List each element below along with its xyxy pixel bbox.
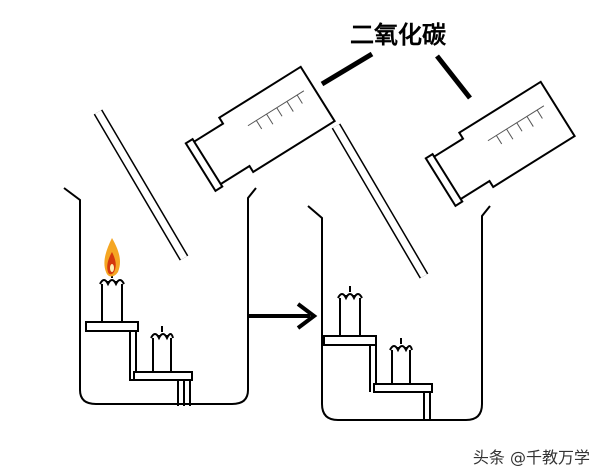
left-setup [63, 65, 337, 406]
right-glass-rod [331, 123, 429, 279]
right-lower-step [373, 383, 433, 393]
right-short-candle [389, 338, 413, 385]
right-beaker [307, 205, 491, 421]
transition-arrow [248, 302, 318, 330]
left-upper-step [85, 321, 139, 332]
right-setup [307, 80, 577, 421]
label-pointer-right [435, 54, 472, 100]
left-beaker [63, 187, 257, 405]
right-tall-candle [337, 286, 363, 337]
left-co2-bottle [184, 65, 337, 193]
candle-flame [104, 238, 120, 277]
right-upper-step [323, 335, 377, 346]
left-glass-rod [93, 109, 189, 261]
left-step-stand [87, 323, 191, 406]
left-lower-step [133, 371, 193, 381]
right-co2-bottle [424, 80, 577, 208]
left-short-candle [150, 326, 174, 373]
co2-label: 二氧化碳 [350, 21, 447, 49]
label-pointer-left [320, 51, 374, 87]
left-tall-candle [99, 270, 125, 323]
watermark: 头条 @千教万学 [472, 448, 590, 467]
